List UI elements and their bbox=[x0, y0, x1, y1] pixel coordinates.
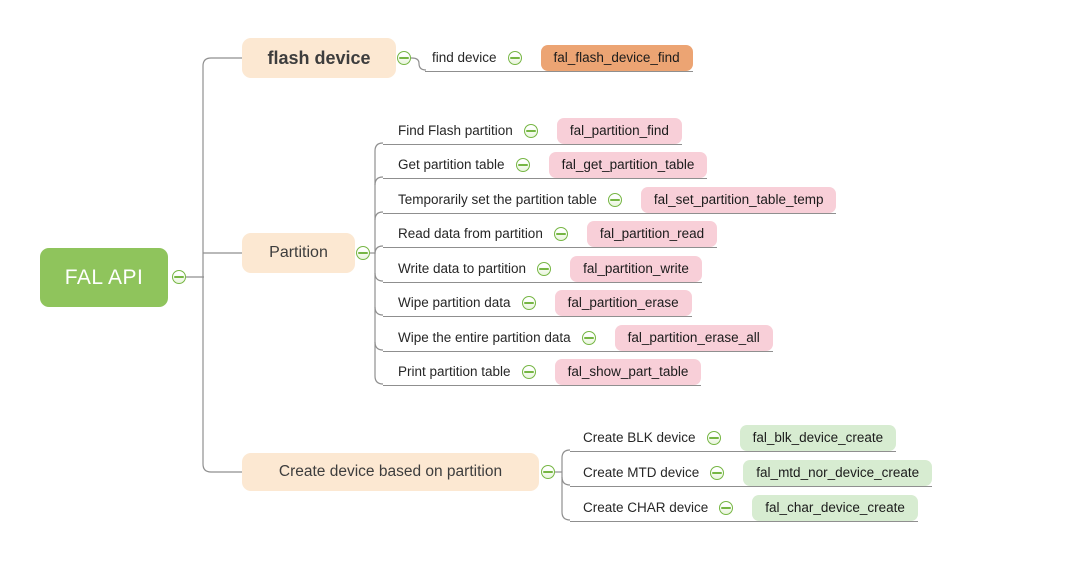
child-row: Temporarily set the partition table fal_… bbox=[383, 179, 837, 214]
child-row: Print partition table fal_show_part_tabl… bbox=[383, 351, 702, 386]
function-node[interactable]: fal_set_partition_table_temp bbox=[640, 187, 837, 213]
child-row: Wipe partition data fal_partition_erase bbox=[383, 282, 692, 317]
branch-node-flash-device[interactable]: flash device bbox=[242, 38, 396, 78]
child-node-label[interactable]: Wipe the entire partition data bbox=[398, 330, 571, 345]
function-node[interactable]: fal_partition_find bbox=[556, 118, 682, 144]
child-row: find device fal_flash_device_find bbox=[425, 37, 693, 72]
child-row: Wipe the entire partition data fal_parti… bbox=[383, 317, 773, 352]
child-node-label[interactable]: Write data to partition bbox=[398, 261, 527, 276]
collapse-icon-root[interactable] bbox=[172, 270, 186, 284]
child-row: Create CHAR device fal_char_device_creat… bbox=[570, 487, 918, 522]
child-row: Get partition table fal_get_partition_ta… bbox=[383, 144, 708, 179]
function-node[interactable]: fal_partition_erase bbox=[554, 290, 692, 316]
collapse-icon[interactable] bbox=[710, 466, 725, 480]
branch-node-create-device[interactable]: Create device based on partition bbox=[242, 453, 539, 491]
collapse-icon[interactable] bbox=[581, 331, 596, 345]
function-node[interactable]: fal_partition_erase_all bbox=[614, 325, 773, 351]
function-node[interactable]: fal_flash_device_find bbox=[540, 45, 693, 71]
collapse-icon-partition[interactable] bbox=[356, 246, 370, 260]
function-node[interactable]: fal_blk_device_create bbox=[739, 425, 897, 451]
collapse-icon[interactable] bbox=[553, 227, 568, 241]
child-row: Find Flash partition fal_partition_find bbox=[383, 110, 682, 145]
child-node-label[interactable]: Create BLK device bbox=[583, 430, 696, 445]
branch-node-partition[interactable]: Partition bbox=[242, 233, 355, 273]
child-row: Create BLK device fal_blk_device_create bbox=[570, 417, 897, 452]
child-node-label[interactable]: Get partition table bbox=[398, 157, 505, 172]
collapse-icon-create-device[interactable] bbox=[541, 465, 555, 479]
child-node-label[interactable]: Temporarily set the partition table bbox=[398, 192, 597, 207]
collapse-icon[interactable] bbox=[537, 262, 552, 276]
child-row: Create MTD device fal_mtd_nor_device_cre… bbox=[570, 452, 933, 487]
collapse-icon[interactable] bbox=[521, 296, 536, 310]
child-node-label[interactable]: Create MTD device bbox=[583, 465, 700, 480]
child-node-label[interactable]: Find Flash partition bbox=[398, 123, 513, 138]
child-node-label[interactable]: Read data from partition bbox=[398, 226, 543, 241]
child-node-label[interactable]: find device bbox=[432, 50, 497, 65]
collapse-icon[interactable] bbox=[521, 365, 536, 379]
collapse-icon[interactable] bbox=[719, 501, 734, 515]
collapse-icon[interactable] bbox=[607, 193, 622, 207]
collapse-icon[interactable] bbox=[507, 51, 522, 65]
collapse-icon[interactable] bbox=[706, 431, 721, 445]
function-node[interactable]: fal_show_part_table bbox=[554, 359, 702, 385]
collapse-icon[interactable] bbox=[523, 124, 538, 138]
collapse-icon-flash-device[interactable] bbox=[397, 51, 411, 65]
child-row: Write data to partition fal_partition_wr… bbox=[383, 248, 702, 283]
child-node-label[interactable]: Create CHAR device bbox=[583, 500, 709, 515]
function-node[interactable]: fal_partition_write bbox=[570, 256, 702, 282]
child-node-label[interactable]: Wipe partition data bbox=[398, 295, 511, 310]
collapse-icon[interactable] bbox=[515, 158, 530, 172]
root-node-fal-api[interactable]: FAL API bbox=[40, 248, 168, 307]
function-node[interactable]: fal_get_partition_table bbox=[548, 152, 708, 178]
child-node-label[interactable]: Print partition table bbox=[398, 364, 511, 379]
child-row: Read data from partition fal_partition_r… bbox=[383, 213, 718, 248]
function-node[interactable]: fal_mtd_nor_device_create bbox=[743, 460, 933, 486]
function-node[interactable]: fal_partition_read bbox=[586, 221, 718, 247]
function-node[interactable]: fal_char_device_create bbox=[752, 495, 918, 521]
